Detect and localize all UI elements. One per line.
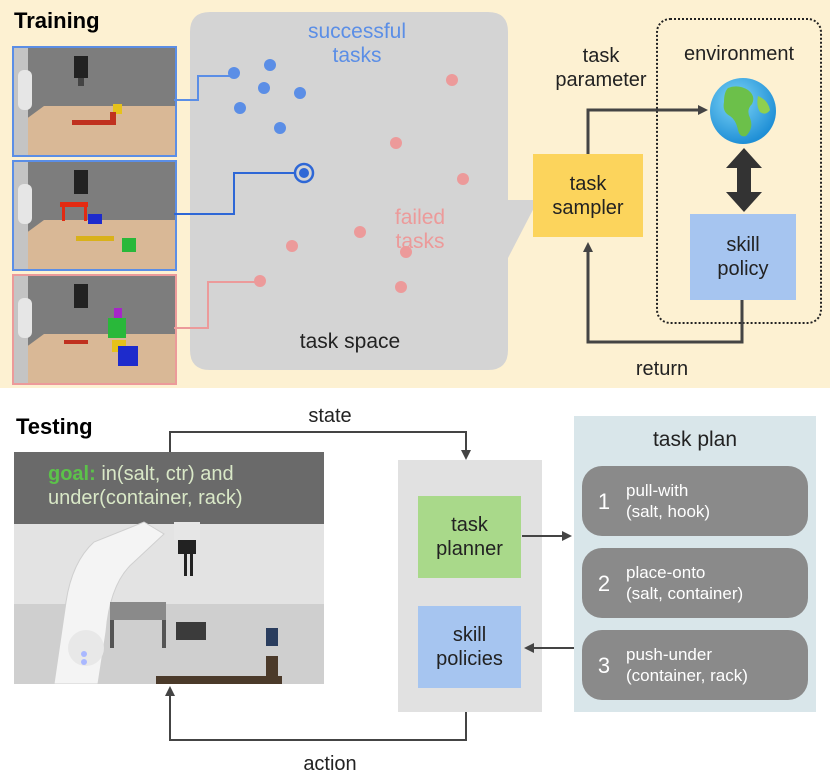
- task-sampler-box: task sampler: [533, 154, 643, 237]
- arrow-return: [583, 242, 744, 344]
- failed-tasks-label: failed tasks: [394, 206, 446, 253]
- goal-line-2: under(container, rack): [48, 487, 243, 509]
- arrow-sampler-to-env: [586, 105, 708, 154]
- task-space-bubble: [190, 12, 538, 370]
- success-dot: [258, 82, 270, 94]
- step-text: pull-with (salt, hook): [626, 480, 710, 522]
- goal-line-1: in(salt, ctr) and: [95, 463, 234, 485]
- success-dot-selected-core: [299, 168, 309, 178]
- success-dot-selected: [293, 162, 315, 184]
- testing-title: Testing: [16, 414, 93, 439]
- connector-success-2: [174, 172, 296, 215]
- task-space-label: task space: [299, 330, 401, 353]
- failed-dot: [457, 173, 469, 185]
- task-parameter-label: task parameter: [555, 45, 647, 91]
- arrow-action: [165, 686, 467, 741]
- sim-thumbnail-3: [12, 274, 177, 385]
- return-label: return: [635, 358, 689, 380]
- skill-policies-box: skill policies: [418, 606, 521, 688]
- sim-scene-3: [14, 276, 175, 383]
- task-plan-step-2: 2 place-onto (salt, container): [582, 548, 808, 618]
- task-plan-step-3: 3 push-under (container, rack): [582, 630, 808, 700]
- step-args: (container, rack): [626, 666, 748, 685]
- successful-tasks-label: successful tasks: [307, 20, 407, 67]
- sim-thumbnail-1: [12, 46, 177, 157]
- step-text: place-onto (salt, container): [626, 562, 743, 604]
- step-text: push-under (container, rack): [626, 644, 748, 686]
- skill-policy-box: skill policy: [690, 214, 796, 300]
- sim-scene-1: [14, 48, 175, 155]
- step-args: (salt, container): [626, 584, 744, 603]
- failed-dot: [395, 281, 407, 293]
- step-number: 2: [597, 570, 611, 596]
- double-arrow-icon: [726, 148, 762, 212]
- sim-thumbnail-2: [12, 160, 177, 271]
- task-planner-box: task planner: [418, 496, 521, 578]
- connector-success-1: [174, 75, 232, 101]
- robot-scene: [14, 452, 324, 684]
- step-number: 3: [597, 652, 611, 678]
- robot-photo: [14, 452, 324, 684]
- arrow-state: [169, 431, 471, 460]
- step-number: 1: [597, 488, 611, 514]
- success-dot: [264, 59, 276, 71]
- success-dot: [274, 122, 286, 134]
- task-space-graphics: [174, 59, 469, 329]
- step-skill: push-under: [626, 645, 713, 664]
- task-plan-title: task plan: [652, 428, 738, 451]
- failed-dot: [400, 246, 412, 258]
- step-skill: pull-with: [626, 481, 689, 500]
- success-dot: [234, 102, 246, 114]
- failed-dot: [446, 74, 458, 86]
- goal-word: goal:: [48, 463, 96, 485]
- connector-failed-1: [174, 281, 258, 329]
- failed-dot: [286, 240, 298, 252]
- failed-dot: [390, 137, 402, 149]
- task-plan-step-1: 1 pull-with (salt, hook): [582, 466, 808, 536]
- training-arrows: [583, 105, 744, 344]
- sim-scene-2: [14, 162, 175, 269]
- goal-text: goal: in(salt, ctr) and under(container,…: [48, 462, 324, 510]
- failed-dot: [254, 275, 266, 287]
- state-label: state: [308, 405, 352, 427]
- environment-label: environment: [683, 43, 795, 65]
- failed-dot: [354, 226, 366, 238]
- globe-icon: [710, 78, 776, 144]
- step-skill: place-onto: [626, 563, 706, 582]
- success-dot: [294, 87, 306, 99]
- success-dot: [228, 67, 240, 79]
- training-title: Training: [14, 8, 100, 33]
- environment-box: [656, 18, 822, 324]
- action-label: action: [303, 753, 357, 775]
- step-args: (salt, hook): [626, 502, 711, 521]
